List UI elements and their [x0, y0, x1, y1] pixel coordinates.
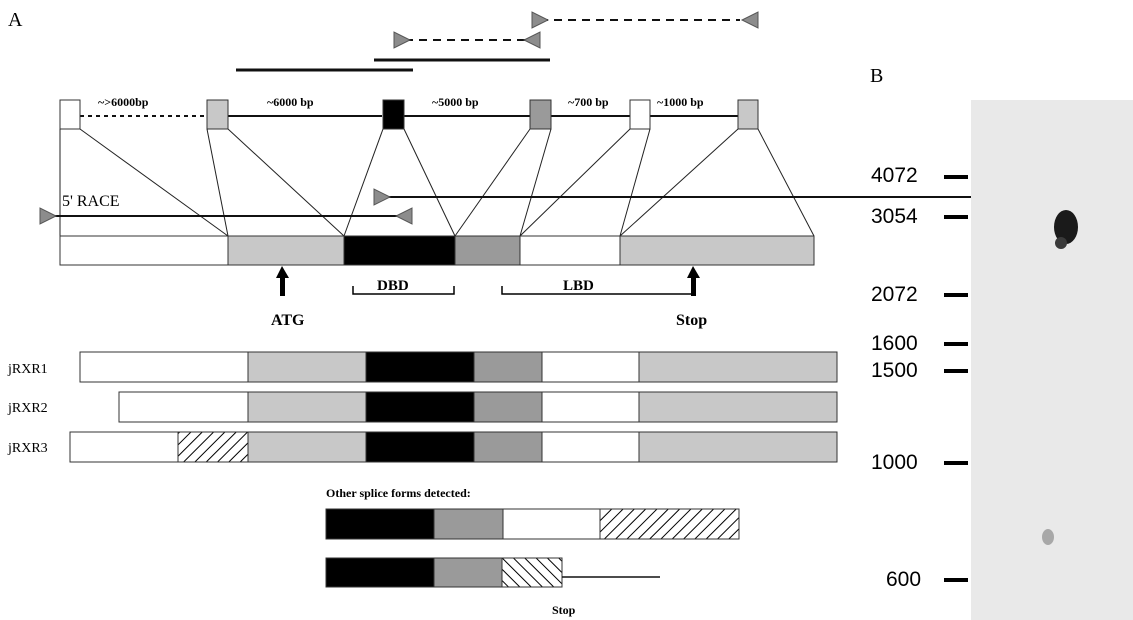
gel-band-faint	[1042, 529, 1054, 545]
marker-tick	[944, 369, 968, 373]
exon-1	[59, 99, 81, 130]
intron-size-label: ~6000 bp	[267, 95, 314, 109]
stop-label: Stop	[676, 312, 707, 329]
isoform-label: jRXR2	[7, 401, 48, 416]
exon-2	[206, 99, 229, 130]
dbd-label: DBD	[377, 278, 409, 294]
marker-label: 600	[886, 568, 921, 591]
primer-forward-icon	[373, 188, 392, 206]
exon-4	[529, 99, 552, 130]
genomic-structure: ~>6000bp ~6000 bp ~5000 bp ~700 bp ~1000…	[59, 95, 759, 130]
mrna-bar	[59, 235, 815, 266]
isoform-jrxr1: jRXR1	[7, 351, 838, 383]
marker-tick	[944, 215, 968, 219]
exon-6	[737, 99, 759, 130]
marker-label: 1600	[871, 332, 918, 355]
atg-label: ATG	[271, 312, 305, 329]
up-arrow-icon	[687, 266, 700, 296]
primer-reverse-icon	[740, 11, 759, 29]
panel-a: A ~>6000bp ~6000 bp	[7, 9, 1129, 617]
isoform-jrxr3: jRXR3	[7, 431, 838, 463]
marker-label: 4072	[871, 164, 918, 187]
marker-tick	[944, 461, 968, 465]
annotations: ATG Stop DBD LBD	[271, 266, 707, 329]
size-markers: 4072 3054 2072 1600 1500 1000 600	[871, 164, 968, 591]
primer-forward-icon	[393, 31, 412, 49]
isoform-label: jRXR1	[7, 362, 48, 377]
panel-b-label: B	[870, 65, 883, 87]
lbd-bracket	[501, 286, 694, 295]
pcr-products	[236, 11, 759, 72]
marker-label: 2072	[871, 283, 918, 306]
marker-label: 1500	[871, 359, 918, 382]
alternative-exon-hatched	[501, 557, 563, 588]
exon-3-dbd	[382, 99, 405, 130]
primer-reverse-icon	[394, 207, 413, 225]
gel-band-tail	[1055, 237, 1067, 249]
intron-size-label: ~5000 bp	[432, 95, 479, 109]
isoform-label: jRXR3	[7, 441, 48, 456]
marker-tick	[944, 293, 968, 297]
intron-size-label: ~1000 bp	[657, 95, 704, 109]
exon-5	[629, 99, 651, 130]
intron-size-label: ~>6000bp	[98, 95, 149, 109]
exon-connectors	[59, 128, 815, 237]
other-splice-forms: Other splice forms detected: Stop	[325, 486, 740, 617]
isoform-jrxr2: jRXR2	[7, 391, 838, 423]
alternative-exon-hatched	[599, 508, 740, 540]
panel-a-label: A	[8, 9, 23, 31]
primer-reverse-icon	[522, 31, 541, 49]
marker-label: 3054	[871, 205, 918, 228]
primer-forward-icon	[531, 11, 550, 29]
gel-band-main	[1054, 210, 1078, 244]
marker-tick	[944, 342, 968, 346]
race-label: 5' RACE	[62, 193, 120, 210]
primer-forward-icon	[39, 207, 58, 225]
alternative-exon-hatched	[177, 431, 249, 463]
up-arrow-icon	[276, 266, 289, 296]
splice-title: Other splice forms detected:	[326, 486, 471, 500]
panel-b: B 4072 3054 2072 1600 1500 1000 600	[870, 65, 1133, 620]
dbd-bracket	[352, 286, 455, 295]
lbd-label: LBD	[563, 278, 594, 294]
marker-tick	[944, 175, 968, 179]
marker-label: 1000	[871, 451, 918, 474]
marker-tick	[944, 578, 968, 582]
splice-stop-label: Stop	[552, 603, 576, 617]
intron-size-label: ~700 bp	[568, 95, 609, 109]
